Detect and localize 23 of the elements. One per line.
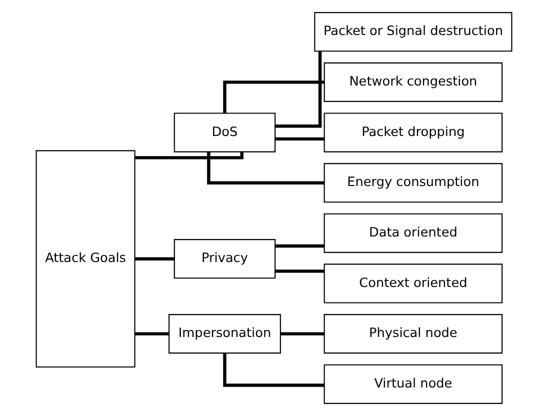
connector	[275, 137, 324, 141]
node-box: Attack Goals	[36, 150, 136, 368]
node-box: Packet dropping	[324, 112, 503, 152]
node-box: Network congestion	[324, 62, 503, 102]
node-box: Energy consumption	[324, 163, 503, 203]
connector	[207, 152, 324, 184]
connector	[135, 152, 244, 160]
connector	[280, 332, 324, 336]
connector	[223, 80, 324, 114]
node-box: Virtual node	[324, 364, 503, 404]
node-box: Privacy	[174, 239, 276, 279]
node-box: Context oriented	[324, 264, 503, 304]
node-box: Packet or Signal destruction	[314, 12, 512, 52]
connector	[135, 332, 169, 336]
connector	[135, 257, 174, 260]
connector	[275, 244, 324, 248]
connector	[223, 353, 324, 387]
node-box: DoS	[174, 112, 276, 152]
node-box: Physical node	[324, 314, 503, 354]
node-box: Impersonation	[168, 314, 281, 354]
node-box: Data oriented	[324, 213, 503, 253]
connector	[275, 270, 324, 273]
connector	[275, 51, 322, 128]
